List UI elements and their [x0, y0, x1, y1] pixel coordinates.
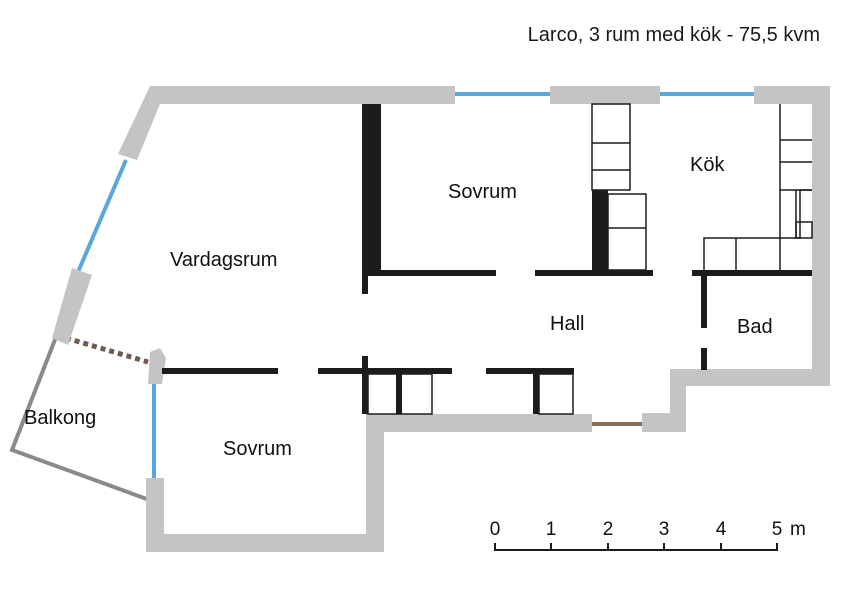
scale-unit: m — [790, 519, 806, 540]
scale-label-1: 1 — [546, 519, 557, 540]
kitchen-counter-right — [779, 104, 812, 191]
scale-label-5: 5 — [772, 519, 783, 540]
fixtures — [367, 103, 813, 415]
balcony-door — [65, 335, 149, 365]
wall-top-left — [118, 86, 455, 160]
hall-closet-right — [538, 373, 574, 415]
closet-fridge — [607, 193, 647, 271]
plan-title: Larco, 3 rum med kök - 75,5 kvm — [527, 24, 820, 46]
scale-label-4: 4 — [716, 519, 727, 540]
room-label-sovrum-bottom: Sovrum — [223, 438, 292, 460]
exterior-walls — [52, 86, 830, 552]
scale-label-0: 0 — [490, 519, 501, 540]
room-label-kok: Kök — [690, 154, 725, 176]
room-label-sovrum-top: Sovrum — [448, 181, 517, 203]
hall-closet-left — [367, 373, 433, 415]
windows — [76, 92, 754, 478]
wall-left-pillar — [52, 268, 92, 345]
room-label-bad: Bad — [737, 316, 773, 338]
room-label-vardagsrum: Vardagsrum — [170, 249, 277, 271]
scale-label-3: 3 — [659, 519, 670, 540]
interior-walls — [162, 104, 812, 414]
closet-top — [591, 103, 631, 191]
scale-bar: 0 1 2 3 4 5 m — [490, 519, 806, 551]
wall-bottom — [146, 414, 592, 552]
window-diagonal — [76, 159, 128, 273]
wall-top-mid — [550, 86, 660, 104]
room-label-hall: Hall — [550, 313, 584, 335]
wall-corner-post — [148, 348, 166, 384]
scale-label-2: 2 — [603, 519, 614, 540]
room-label-balkong: Balkong — [24, 407, 96, 429]
balcony-railing — [9, 331, 156, 504]
